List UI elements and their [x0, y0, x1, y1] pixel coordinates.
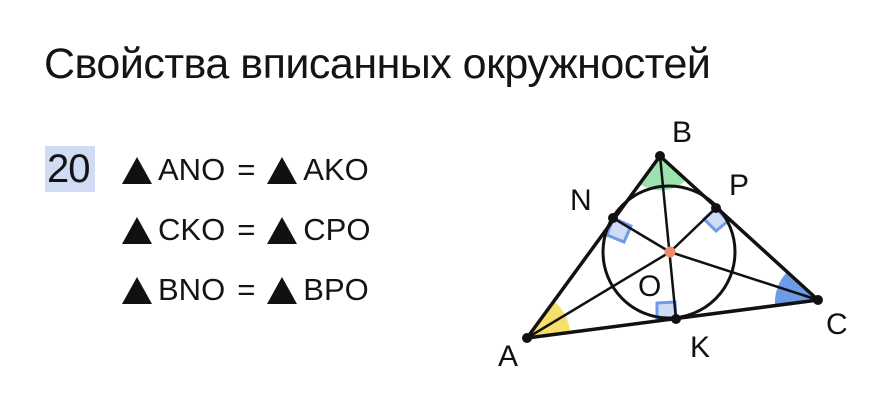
equality-row-3: BNO = BPO [122, 272, 369, 308]
triangle-icon [267, 216, 298, 244]
label-k: K [690, 331, 710, 364]
equality-row-1: ANO = AKO [122, 152, 369, 188]
equality-left: BNO [158, 272, 226, 307]
angle-a-marker [527, 301, 570, 338]
label-p: P [729, 169, 749, 202]
vertex-points [522, 151, 823, 343]
center-point-o [664, 246, 676, 258]
equality-left: ANO [158, 152, 226, 187]
property-number-badge: 20 [45, 146, 95, 192]
triangle-icon [122, 216, 152, 244]
label-c: C [826, 308, 848, 341]
equality-right: BPO [303, 272, 369, 307]
label-b: B [672, 116, 692, 149]
equals-sign: = [237, 272, 256, 307]
label-a: A [498, 340, 518, 373]
bisector-lines [526, 155, 819, 340]
equality-right: CPO [303, 212, 371, 247]
page-title: Свойства вписанных окружностей [44, 40, 711, 88]
equals-sign: = [237, 212, 256, 247]
angle-b-marker [640, 156, 686, 191]
triangle-icon [267, 276, 298, 304]
label-o: O [638, 270, 661, 303]
equals-sign: = [237, 152, 256, 187]
equality-right: AKO [303, 152, 369, 187]
triangle-icon [122, 156, 152, 184]
label-n: N [570, 184, 592, 217]
equality-left: CKO [158, 212, 226, 247]
equality-row-2: CKO = CPO [122, 212, 370, 248]
triangle-icon [122, 276, 152, 304]
triangle-icon [267, 156, 298, 184]
